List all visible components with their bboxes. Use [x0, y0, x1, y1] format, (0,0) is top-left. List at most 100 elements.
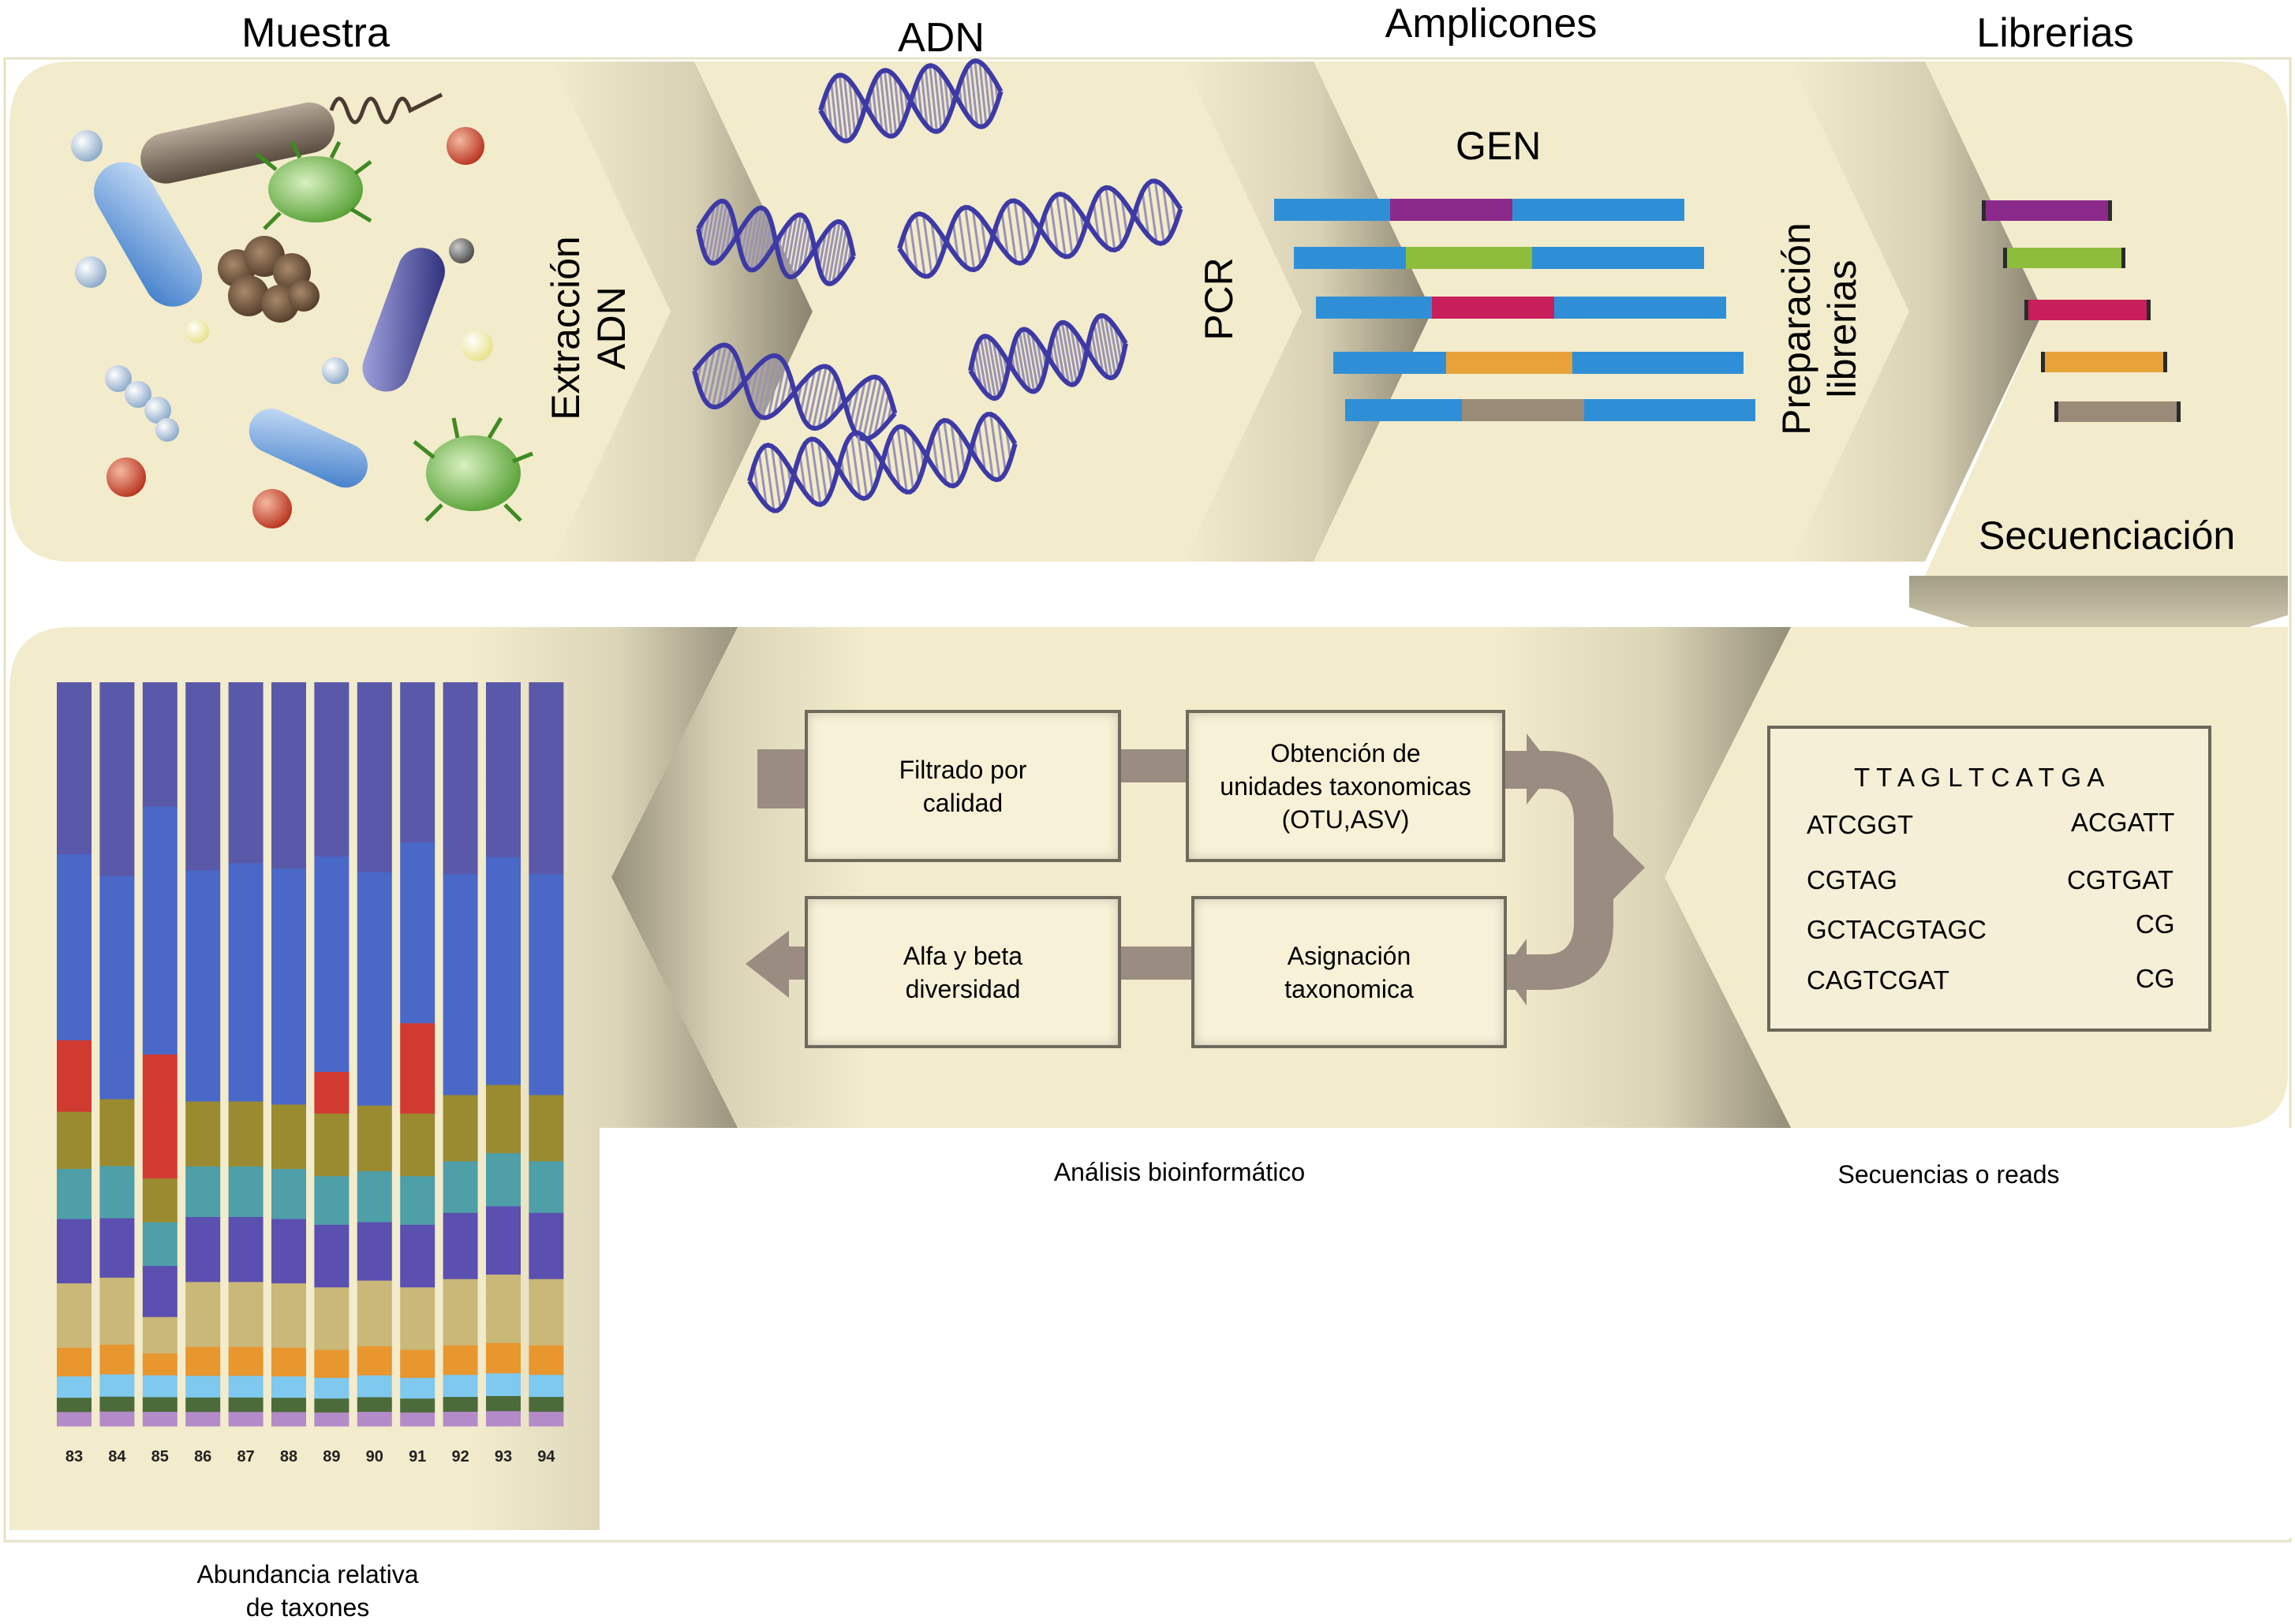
reads-header: T T A G L T C A T G A: [1854, 763, 2105, 792]
read-left-2: CGTAG: [1807, 865, 1897, 894]
bar-segment: [185, 682, 221, 871]
step-preparacion-line1: Preparación: [1774, 222, 1818, 435]
caption-abundancia-line1: Abundancia relativa: [196, 1560, 419, 1589]
bar-category-label: 88: [280, 1448, 297, 1465]
bar-segment: [400, 1224, 435, 1288]
bar-segment: [142, 1316, 178, 1353]
bar-segment: [529, 682, 564, 875]
bar-segment: [357, 872, 392, 1106]
bar-segment: [400, 682, 435, 843]
bar-segment: [271, 1397, 306, 1413]
bar-segment: [228, 1101, 264, 1167]
bar-segment: [142, 1265, 178, 1317]
box-asignacion-taxonomica: Asignación taxonomica: [1191, 896, 1507, 1048]
bar-segment: [486, 1205, 521, 1275]
filtrado-line2: calidad: [922, 788, 1004, 817]
bar-segment: [228, 682, 264, 864]
bar-segment: [142, 1375, 178, 1398]
stage-title-muestra: Muestra: [241, 10, 390, 56]
filtrado-line1: Filtrado por: [899, 755, 1027, 784]
stage-title-adn: ADN: [898, 15, 985, 61]
bar-segment: [271, 1282, 306, 1348]
read-left-3: GCTACGTAGC: [1807, 915, 1987, 944]
read-right-3: CG: [2136, 909, 2175, 939]
bar-segment: [271, 1168, 306, 1219]
step-preparacion-line2: librerias: [1820, 259, 1864, 398]
bar-segment: [357, 1280, 392, 1346]
read-left-1: ATCGGT: [1807, 810, 1914, 839]
bar-segment: [357, 682, 392, 872]
bar-segment: [443, 1374, 478, 1398]
bar-segment: [228, 1397, 264, 1413]
bar-segment: [314, 856, 349, 1072]
stage-title-librerias: Librerias: [1976, 10, 2134, 56]
bar-segment: [57, 1347, 92, 1377]
amplicon-bars: [1274, 199, 1755, 421]
caption-abundancia: Abundancia relativa de taxones: [130, 1558, 485, 1624]
bar-segment: [314, 1286, 349, 1350]
dna-helix-icon: [968, 313, 1128, 401]
obtencion-line3: (OTU,ASV): [1281, 805, 1410, 834]
bar-segment: [185, 1411, 221, 1427]
bar-segment: [185, 1281, 221, 1347]
bar-segment: [57, 1411, 92, 1427]
bar-segment: [443, 1396, 478, 1412]
bar-category-label: 91: [409, 1448, 426, 1465]
bar-segment: [357, 1222, 392, 1281]
bar-category-label: 85: [151, 1448, 169, 1465]
bar-segment: [228, 1166, 264, 1217]
bar-segment: [486, 1152, 521, 1207]
bar-segment: [486, 1395, 521, 1412]
bar-segment: [357, 1105, 392, 1171]
bar-segment: [228, 862, 264, 1102]
bar-segment: [142, 806, 178, 1055]
step-extraccion-line1: Extracción: [544, 236, 588, 420]
bar-segment: [142, 1397, 178, 1412]
bar-segment: [443, 1094, 478, 1162]
read-right-4: CG: [2136, 964, 2175, 993]
dna-helix-icon: [897, 178, 1183, 279]
bar-segment: [142, 1353, 178, 1376]
bar-segment: [357, 1346, 392, 1376]
caption-analisis: Análisis bioinformático: [1053, 1158, 1306, 1186]
bar-segment: [99, 1411, 135, 1427]
read-right-2: CGTGAT: [2067, 865, 2174, 894]
bar-segment: [529, 1094, 564, 1162]
stage-title-amplicones: Amplicones: [1385, 1, 1598, 47]
bar-segment: [400, 1398, 435, 1413]
alfa-line1: Alfa y beta: [903, 941, 1023, 970]
bar-segment: [314, 682, 349, 857]
bar-segment: [228, 1411, 264, 1427]
bar-segment: [443, 1411, 478, 1427]
bar-segment: [357, 1411, 392, 1427]
library-fragments: [1982, 200, 2181, 422]
bar-segment: [443, 1279, 478, 1346]
bar-segment: [400, 1113, 435, 1177]
bar-segment: [57, 1168, 92, 1219]
bar-segment: [185, 1346, 221, 1376]
bar-segment: [400, 842, 435, 1024]
bar-segment: [57, 853, 92, 1040]
bar-segment: [271, 1219, 306, 1284]
bar-segment: [142, 1222, 178, 1267]
bar-category-label: 87: [237, 1448, 254, 1465]
caption-secuencias: Secuencias o reads: [1837, 1160, 2060, 1189]
bar-category-label: 83: [65, 1448, 83, 1465]
asignacion-line1: Asignación: [1287, 941, 1411, 970]
bar-segment: [400, 1350, 435, 1378]
bar-segment: [529, 1212, 564, 1279]
bar-segment: [486, 1372, 521, 1396]
step-secuenciacion: Secuenciación: [1979, 513, 2236, 558]
bar-segment: [314, 1398, 349, 1413]
bar-segment: [486, 1410, 521, 1427]
bar-segment: [99, 1218, 135, 1278]
bar-segment: [400, 1377, 435, 1399]
bar-segment: [185, 1166, 221, 1217]
bar-segment: [99, 1344, 135, 1375]
bar-segment: [142, 1411, 178, 1427]
bar-segment: [400, 1022, 435, 1114]
bar-segment: [314, 1224, 349, 1288]
bar-category-label: 90: [366, 1448, 383, 1465]
bar-segment: [185, 1216, 221, 1282]
